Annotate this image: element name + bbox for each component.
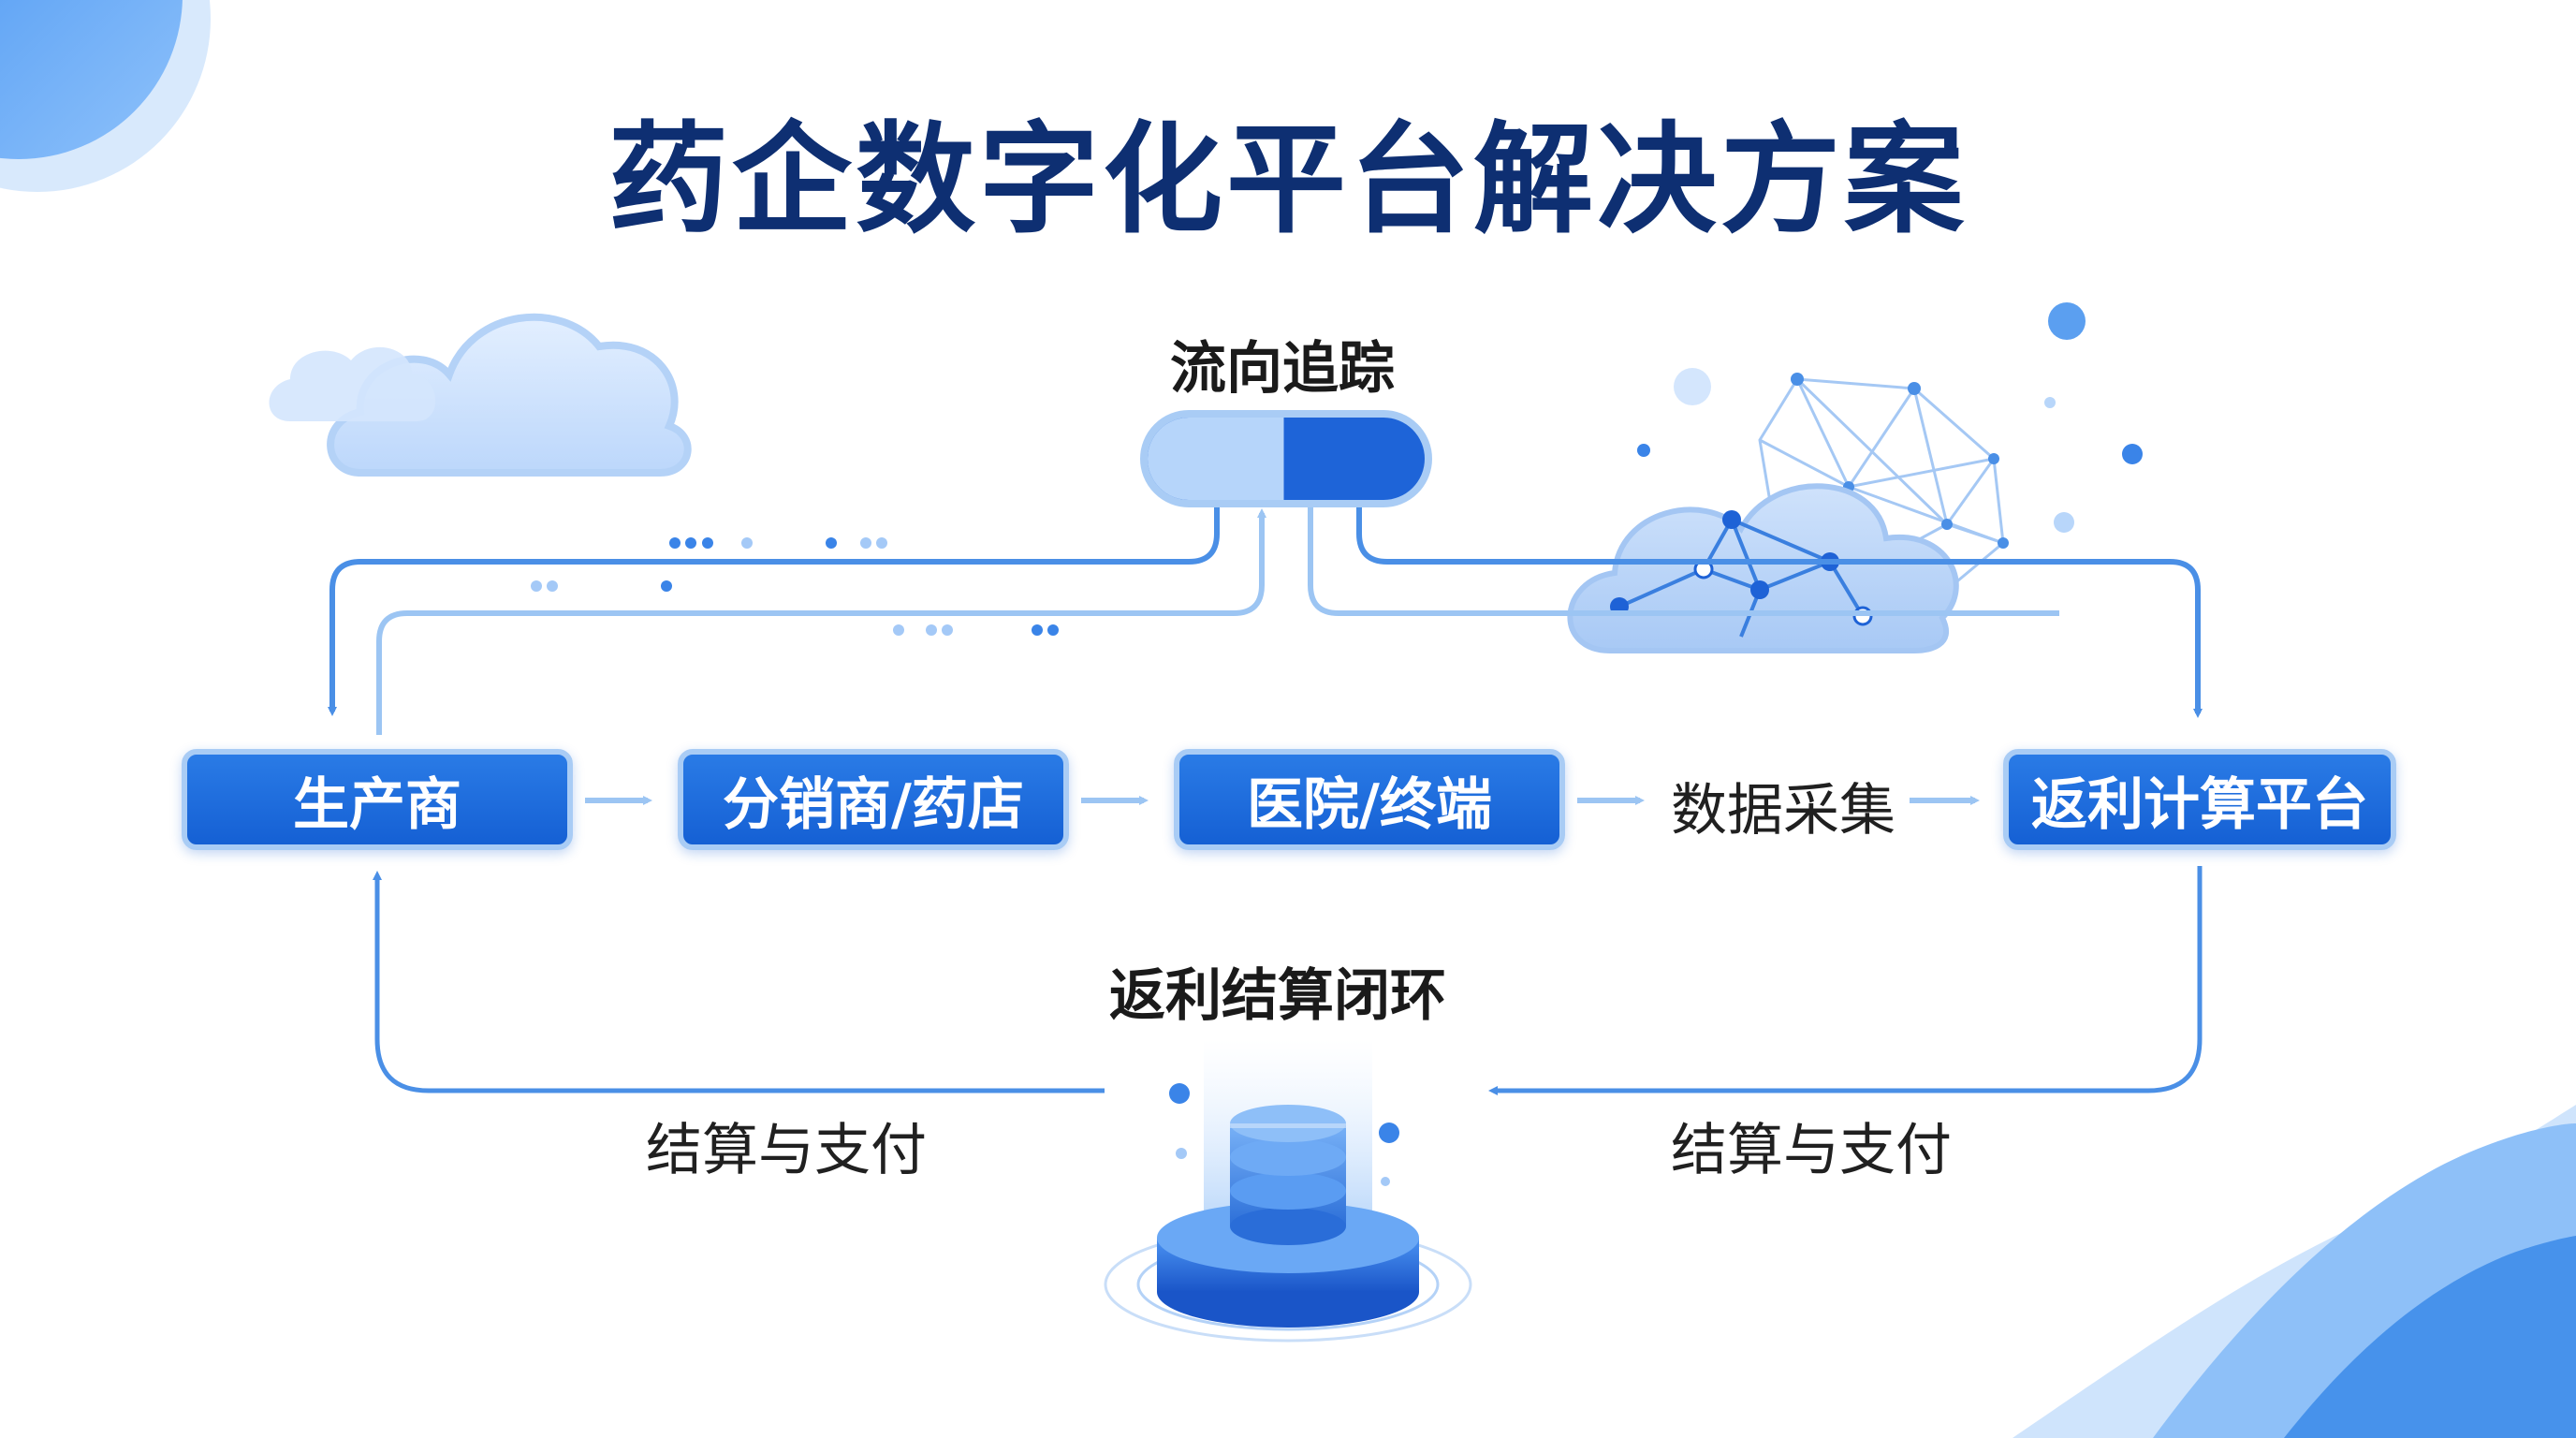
flow-arrows-top [328,507,2203,735]
page-title: 药企数字化平台解决方案 [607,110,1968,250]
connector-dots [531,537,1059,636]
node-distributor: 分销商/药店 [678,749,1069,850]
node-distributor-label: 分销商/药店 [723,771,1024,838]
node-manufacturer: 生产商 [182,749,573,850]
flow-arrows-bottom [373,866,2203,1095]
settlement-label-left: 结算与支付 [646,1118,927,1183]
capsule-icon [1140,410,1432,507]
closed-loop-label: 返利结算闭环 [1109,963,1446,1029]
cloud-network-icon [1567,302,2143,653]
node-rebate-platform-label: 返利计算平台 [2031,771,2368,838]
flow-tracking-label: 流向追踪 [1170,336,1395,402]
database-icon [1104,1039,1472,1343]
settlement-label-right: 结算与支付 [1671,1118,1952,1183]
node-hospital: 医院/终端 [1174,749,1565,850]
node-hospital-label: 医院/终端 [1247,771,1492,838]
wave-decoration-bottom-right [2012,1105,2576,1438]
corner-decoration-top-left [0,0,211,192]
node-rebate-platform: 返利计算平台 [2003,749,2396,850]
cloud-icon [269,313,692,477]
node-manufacturer-label: 生产商 [293,771,461,838]
data-collection-label: 数据采集 [1671,778,1895,844]
